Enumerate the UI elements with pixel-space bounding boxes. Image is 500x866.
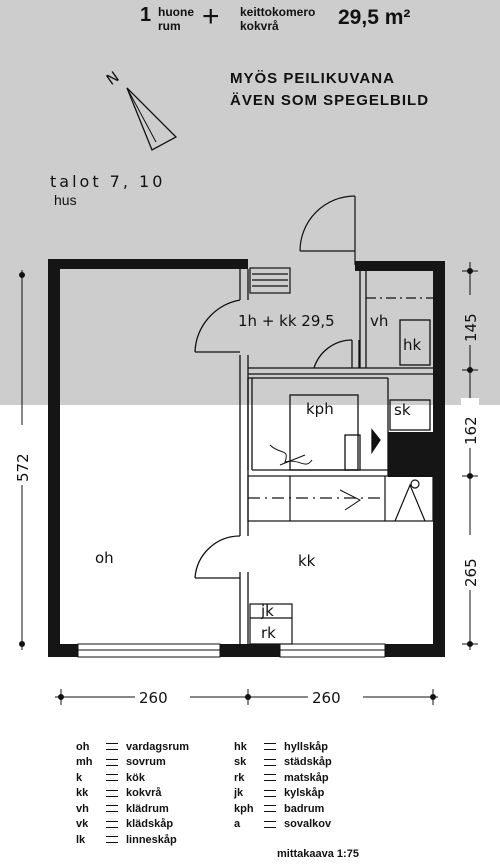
dim-bottom-right: 260 <box>312 689 341 707</box>
header-room-count: 1 <box>140 4 152 26</box>
building-label-sv: hus <box>54 192 77 208</box>
room-label-kk: kk <box>298 552 316 570</box>
room-label-unit: 1h + kk 29,5 <box>238 312 335 330</box>
windows <box>77 643 386 658</box>
room-label-hk: hk <box>403 336 422 354</box>
dim-right-mid: 162 <box>462 416 480 445</box>
dim-bottom-left: 260 <box>139 689 168 707</box>
room-label-kph: kph <box>306 400 334 418</box>
header-kitchen-word-sv: kokvrå <box>240 19 279 33</box>
room-label-vh: vh <box>370 312 388 330</box>
north-label: N <box>103 68 123 89</box>
header-area: 29,5 m² <box>338 6 411 29</box>
dim-left-total: 572 <box>14 453 32 482</box>
header-room-word: huone <box>158 5 194 19</box>
header-room-word-sv: rum <box>158 19 181 33</box>
north-arrow-icon: N <box>103 68 178 151</box>
dimension-labels: 260 260 572 145 162 265 <box>13 295 480 707</box>
kitchen-counter <box>247 475 434 522</box>
room-label-rk: rk <box>261 624 276 642</box>
room-label-sk: sk <box>394 401 411 419</box>
exterior-walls <box>48 259 445 657</box>
dim-right-bottom: 265 <box>462 558 480 587</box>
mirror-notice-fi: MYÖS PEILIKUVANA <box>230 70 395 87</box>
building-label: talot 7, 10 <box>50 172 166 191</box>
header-kitchen-word: keittokomero <box>240 5 316 19</box>
interior-walls <box>194 269 433 644</box>
room-label-oh: oh <box>95 549 114 567</box>
dim-right-top: 145 <box>462 313 480 342</box>
room-label-jk: jk <box>260 602 274 620</box>
entrance-door <box>249 195 356 294</box>
cabinet-jk-rk <box>249 603 293 645</box>
mirror-notice-sv: ÄVEN SOM SPEGELBILD <box>230 92 430 109</box>
scale-label: mittakaava 1:75 <box>277 848 359 860</box>
header-plus: + <box>202 0 220 33</box>
grey-background <box>0 0 500 405</box>
